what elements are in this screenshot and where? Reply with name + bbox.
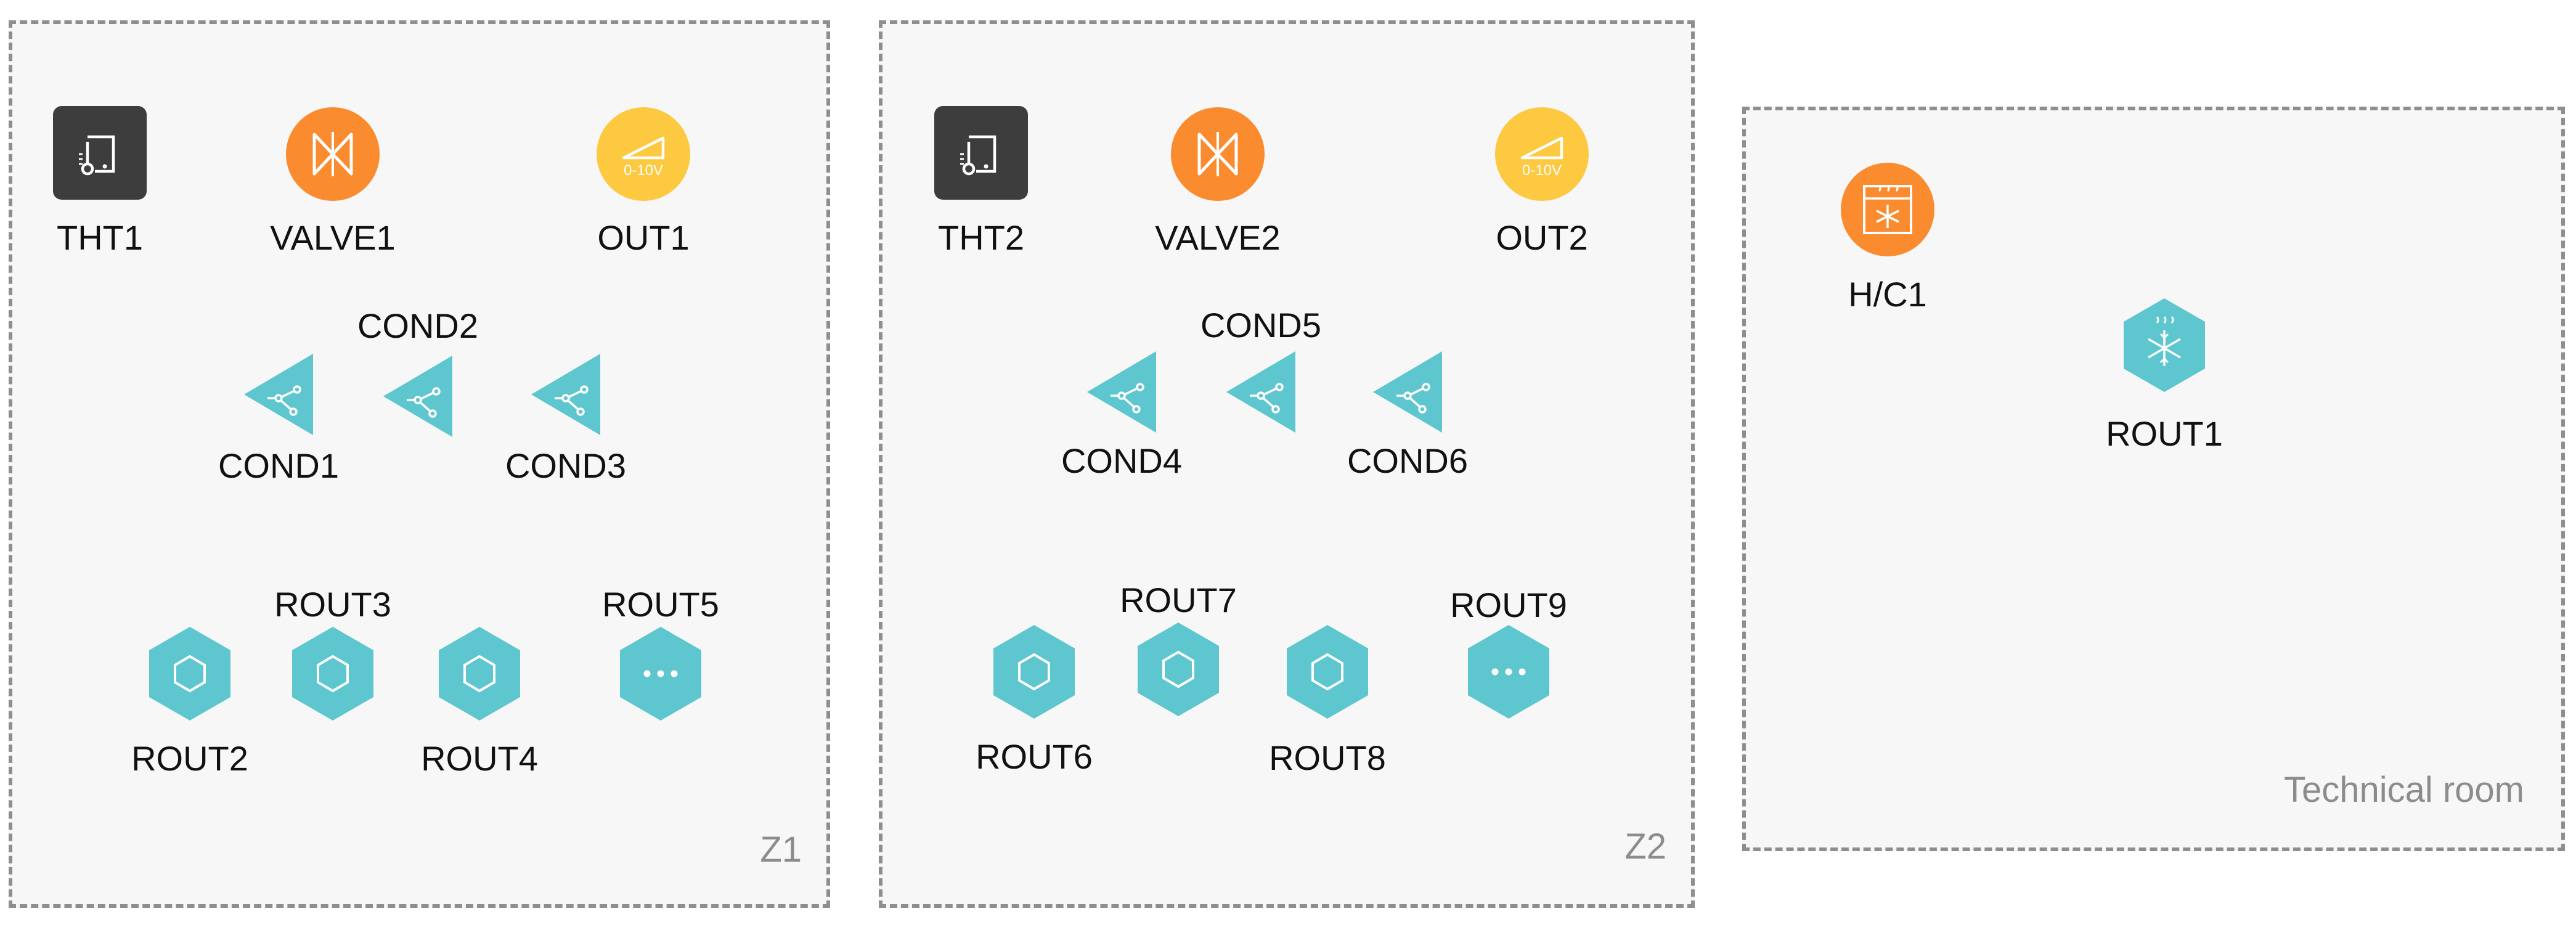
voltage-badge: 0-10V [1522,162,1562,179]
node-label: OUT1 [597,218,690,257]
snowflake-routine-icon [2124,298,2205,392]
node-out2[interactable]: 0-10V OUT2 [1495,107,1589,255]
valve-icon [1171,107,1265,201]
condition-icon [1373,351,1442,433]
node-label: THT1 [57,218,143,257]
zone-name: Technical room [2283,770,2524,810]
routine-icon [1138,623,1219,716]
routine-icon [439,627,520,721]
node-label: ROUT1 [2106,414,2223,453]
node-label: ROUT3 [274,585,391,624]
heat-cool-icon [1841,163,1934,256]
node-label: COND5 [1200,306,1322,345]
node-cond5[interactable]: COND5 [1200,308,1321,433]
node-label: COND3 [505,446,627,485]
node-label: ROUT9 [1450,586,1567,624]
node-label: ROUT7 [1120,581,1237,619]
node-label: OUT2 [1496,218,1588,257]
thermostat-icon [53,106,147,200]
zone-name: Z2 [1624,827,1666,867]
routine-icon [149,627,230,721]
node-out1[interactable]: 0-10V OUT1 [597,107,690,255]
node-rout7[interactable]: ROUT7 [1120,583,1237,716]
thermostat-icon [934,106,1028,200]
node-label: ROUT2 [131,739,248,778]
node-label: ROUT4 [421,739,538,778]
routine-more-icon [620,627,701,721]
voltage-badge: 0-10V [624,162,663,179]
node-label: THT2 [938,218,1024,257]
node-rout1[interactable]: ROUT1 [2106,298,2223,451]
condition-icon [531,354,600,435]
node-label: COND6 [1347,441,1469,480]
valve-icon [286,107,380,201]
zone-name: Z1 [760,830,802,870]
node-label: COND2 [357,306,479,345]
analog-output-icon: 0-10V [597,107,690,201]
analog-output-icon: 0-10V [1495,107,1589,201]
node-label: ROUT8 [1269,738,1386,777]
node-label: COND4 [1061,441,1183,480]
condition-icon [1087,351,1156,433]
routine-icon [993,625,1075,719]
node-label: H/C1 [1848,275,1927,314]
routine-icon [1287,625,1368,719]
node-label: ROUT5 [602,585,719,624]
node-label: ROUT6 [976,737,1093,776]
routine-icon [292,627,373,721]
condition-icon [383,356,452,437]
node-label: VALVE1 [270,218,396,257]
node-label: COND1 [218,446,340,485]
condition-icon [1226,351,1295,433]
node-label: VALVE2 [1155,218,1281,257]
condition-icon [244,354,313,435]
routine-more-icon [1468,625,1549,719]
